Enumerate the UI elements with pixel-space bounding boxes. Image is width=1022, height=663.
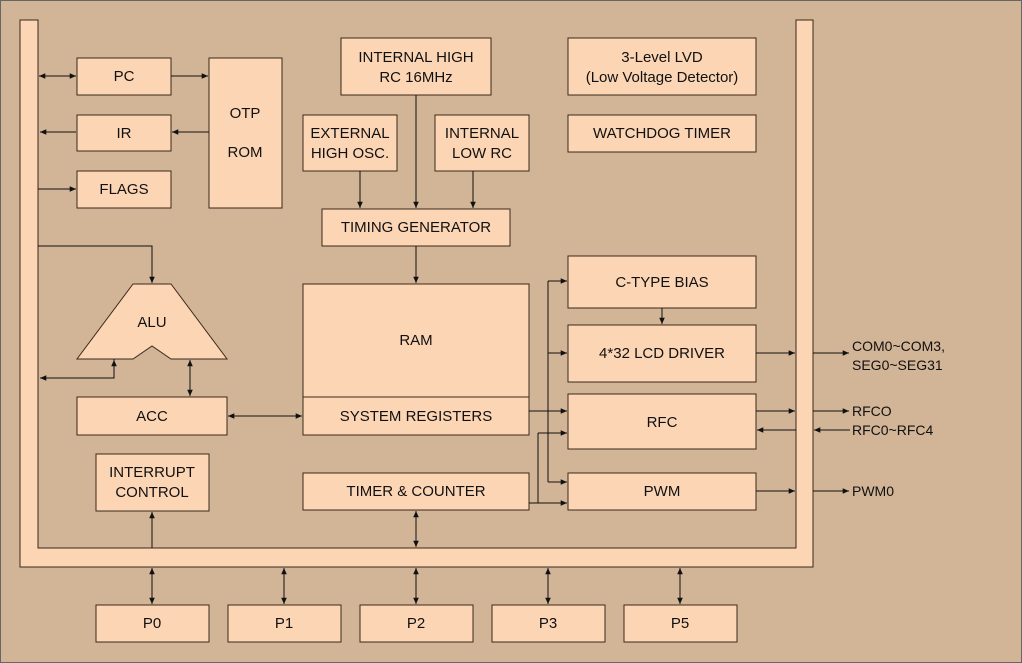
timing-generator-block: TIMING GENERATOR: [321, 208, 511, 247]
rfco-output-label: RFCO: [852, 403, 892, 419]
rfc-input-label: RFC0~RFC4: [852, 422, 934, 438]
interrupt-label-1: INTERRUPT: [109, 464, 195, 481]
com-output-label-1: COM0~COM3,: [852, 338, 945, 354]
p2-label: P2: [407, 615, 425, 632]
c-type-bias-block: C-TYPE BIAS: [567, 255, 757, 309]
p0-label: P0: [143, 615, 161, 632]
flags-label: FLAGS: [99, 181, 148, 198]
system-registers-label: SYSTEM REGISTERS: [340, 408, 493, 425]
pwm-label: PWM: [644, 483, 681, 500]
watchdog-timer-block: WATCHDOG TIMER: [567, 114, 757, 153]
port-p1-block: P1: [227, 604, 342, 643]
interrupt-control-block: INTERRUPT CONTROL: [95, 453, 210, 512]
external-high-osc-label-2: HIGH OSC.: [311, 145, 389, 162]
lvd-block: 3-Level LVD (Low Voltage Detector): [567, 37, 757, 96]
lvd-label-1: 3-Level LVD: [621, 49, 703, 66]
lcd-driver-label: 4*32 LCD DRIVER: [599, 345, 725, 362]
alu-label: ALU: [137, 314, 166, 331]
rfc-block: RFC: [567, 393, 757, 450]
timer-counter-block: TIMER & COUNTER: [302, 472, 530, 511]
external-high-osc-block: EXTERNAL HIGH OSC.: [302, 114, 398, 172]
p5-label: P5: [671, 615, 689, 632]
pc-block: PC: [76, 57, 172, 96]
acc-label: ACC: [136, 408, 168, 425]
internal-bus-frame: [19, 19, 814, 568]
alu-block: ALU: [76, 283, 228, 360]
timer-counter-label: TIMER & COUNTER: [346, 483, 485, 500]
internal-high-rc-label-2: RC 16MHz: [379, 69, 452, 86]
flags-block: FLAGS: [76, 170, 172, 209]
internal-high-rc-block: INTERNAL HIGH RC 16MHz: [340, 37, 492, 96]
system-registers-block: SYSTEM REGISTERS: [302, 396, 530, 436]
internal-low-rc-label-2: LOW RC: [452, 145, 512, 162]
port-p0-block: P0: [95, 604, 210, 643]
rfc-label: RFC: [647, 414, 678, 431]
acc-block: ACC: [76, 396, 228, 436]
alu-bus-arrow: [40, 359, 115, 381]
ir-label: IR: [117, 125, 132, 142]
ram-block: RAM: [302, 283, 530, 398]
otp-rom-block: OTP ROM: [208, 57, 283, 209]
external-high-osc-label-1: EXTERNAL: [310, 125, 389, 142]
p1-label: P1: [275, 615, 293, 632]
lvd-label-2: (Low Voltage Detector): [586, 69, 739, 86]
c-type-bias-label: C-TYPE BIAS: [615, 274, 708, 291]
watchdog-timer-label: WATCHDOG TIMER: [593, 125, 731, 142]
p3-label: P3: [539, 615, 557, 632]
bus-alu-arrow: [38, 245, 155, 283]
port-p2-block: P2: [359, 604, 474, 643]
ir-block: IR: [76, 114, 172, 152]
timing-generator-label: TIMING GENERATOR: [341, 219, 491, 236]
ram-label: RAM: [399, 332, 432, 349]
internal-low-rc-block: INTERNAL LOW RC: [434, 114, 530, 172]
port-p5-block: P5: [623, 604, 738, 643]
pwm0-output-label: PWM0: [852, 483, 894, 499]
otp-label: OTP: [230, 105, 261, 122]
internal-high-rc-label-1: INTERNAL HIGH: [358, 49, 473, 66]
com-output-label-2: SEG0~SEG31: [852, 357, 943, 373]
pc-label: PC: [114, 68, 135, 85]
lcd-driver-block: 4*32 LCD DRIVER: [567, 324, 757, 383]
interrupt-label-2: CONTROL: [115, 484, 188, 501]
connectors: [38, 73, 850, 604]
internal-low-rc-label-1: INTERNAL: [445, 125, 519, 142]
port-p3-block: P3: [491, 604, 606, 643]
rom-label: ROM: [228, 144, 263, 161]
pwm-block: PWM: [567, 472, 757, 511]
